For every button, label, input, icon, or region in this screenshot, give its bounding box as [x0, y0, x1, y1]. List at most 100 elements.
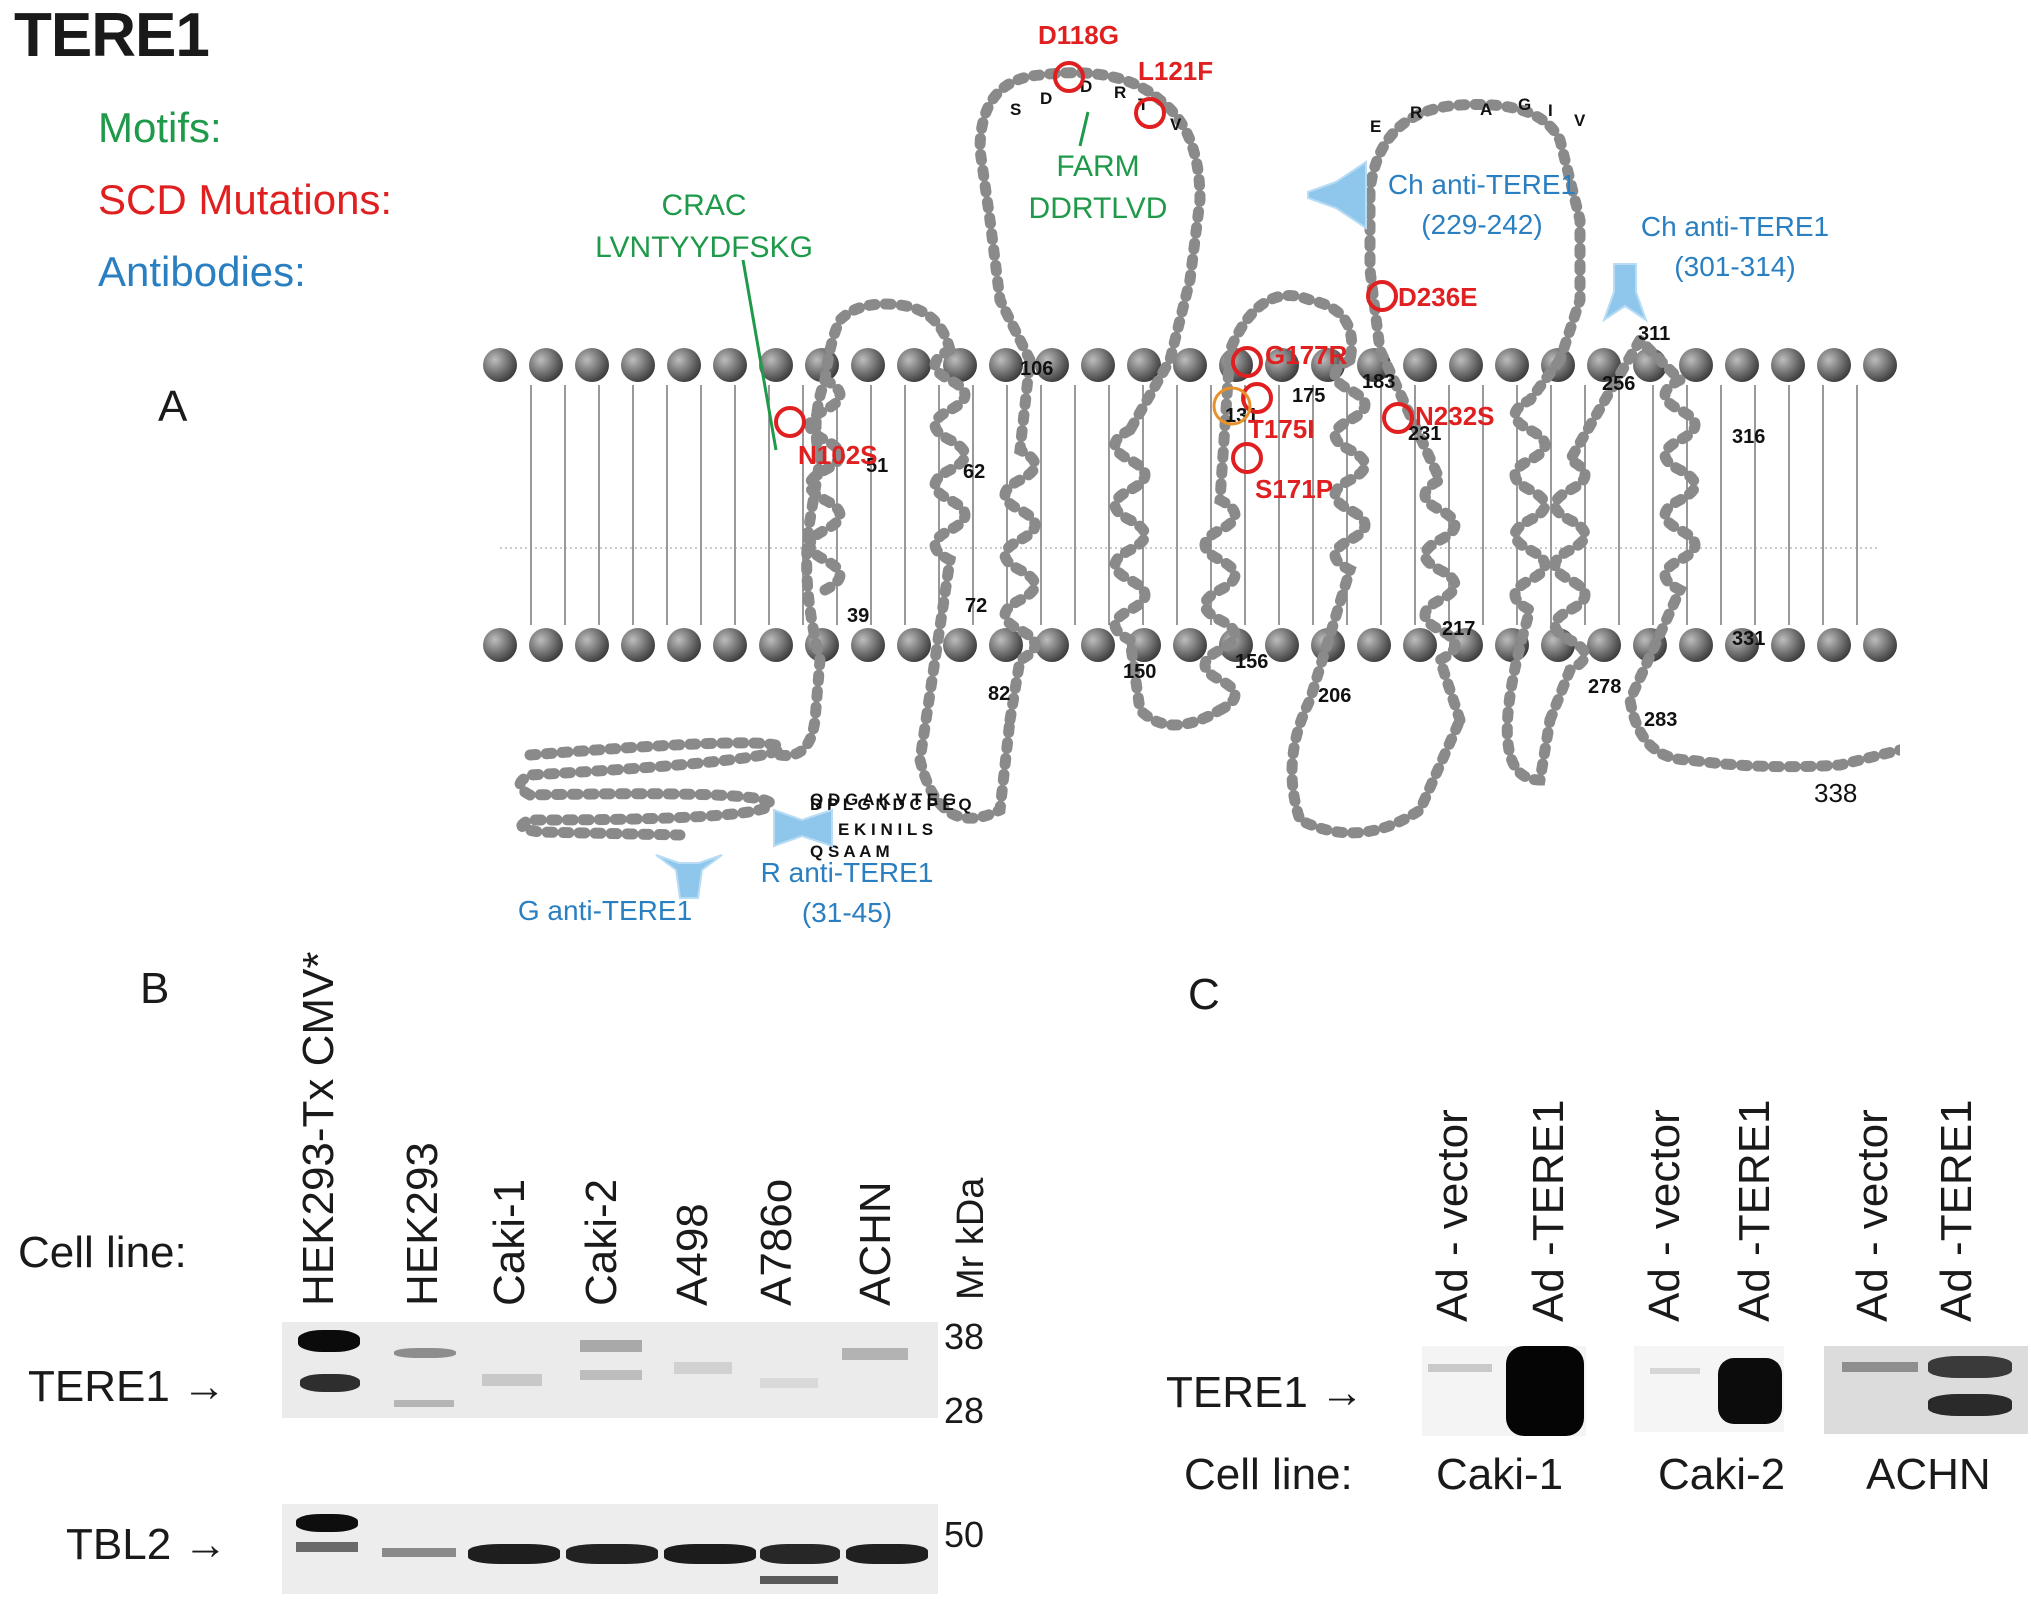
motif-farm-sequence: DDRTLVD: [1029, 192, 1168, 225]
marker-38: 38: [944, 1316, 985, 1357]
antibody-epitope: (31-45): [802, 897, 892, 928]
antibody-label: R anti-TERE1: [761, 857, 934, 888]
antibody-icon-31: [773, 808, 833, 848]
lipid-head: [897, 348, 931, 382]
svg-text:V: V: [1170, 115, 1182, 134]
residue-number: 106: [1020, 358, 1053, 380]
lipid-heads-top: [483, 348, 1897, 382]
marker-50: 50: [944, 1514, 985, 1555]
lipid-head: [897, 628, 931, 662]
antibody-icons: [655, 160, 1648, 899]
lipid-head: [1035, 348, 1069, 382]
lipid-head: [667, 348, 701, 382]
motif-crac-sequence: LVNTYYDFSKG: [595, 231, 813, 264]
svg-text:I: I: [1548, 101, 1553, 120]
mutation-label: N232S: [1415, 401, 1495, 431]
lipid-head: [759, 348, 793, 382]
blot-c-caki-1: [1422, 1346, 1586, 1436]
lane-label-c4: Ad -TERE1: [1730, 1099, 1779, 1322]
lipid-head: [1725, 628, 1759, 662]
membrane-topology-diagram: D P L G N D C P E Q Q D G A K V T E G G …: [483, 20, 1900, 928]
lipid-head: [1771, 628, 1805, 662]
lipid-head: [529, 628, 563, 662]
lipid-head: [621, 348, 655, 382]
residue-number: 217: [1442, 618, 1475, 640]
lipid-head: [1587, 348, 1621, 382]
lipid-head: [1679, 628, 1713, 662]
blot-b-tere1: [282, 1322, 938, 1418]
lipid-head: [713, 628, 747, 662]
svg-text:S: S: [1010, 100, 1021, 119]
lipid-head: [1357, 628, 1391, 662]
antibody-icon-g: [655, 854, 723, 899]
motif-farm-name: FARM: [1056, 150, 1139, 183]
svg-text:A: A: [1480, 100, 1492, 119]
mutation-label: S171P: [1255, 474, 1333, 504]
svg-text:Q S A A M: Q S A A M: [810, 842, 890, 861]
residue-number: 316: [1732, 426, 1765, 448]
svg-text:D P L G N D C P E Q: D P L G N D C P E Q: [810, 795, 972, 814]
svg-text:R: R: [1114, 83, 1126, 102]
mr-kda-label: Mr kDa: [950, 1177, 992, 1300]
mutation-label: G177R: [1265, 340, 1348, 370]
antibody-icon-301: [1602, 263, 1648, 323]
lipid-head: [621, 628, 655, 662]
lipid-heads-bottom: [483, 628, 1897, 662]
lane-label-hek293: HEK293: [398, 1142, 447, 1306]
residue-number: 256: [1602, 373, 1635, 395]
lipid-head: [759, 628, 793, 662]
lipid-head: [1863, 628, 1897, 662]
lane-label-caki-2: Caki-2: [577, 1178, 626, 1306]
blot-b-tbl2: [282, 1504, 938, 1594]
lipid-head: [1587, 628, 1621, 662]
lipid-head: [943, 628, 977, 662]
lane-label-caki-1: Caki-1: [485, 1178, 534, 1306]
lipid-head: [1127, 348, 1161, 382]
antibody-label: Ch anti-TERE1: [1388, 169, 1576, 200]
antibody-label: Ch anti-TERE1: [1641, 211, 1829, 242]
residue-number: 150: [1123, 661, 1156, 683]
panel-c-cell-line-label: Cell line:: [1184, 1450, 1353, 1499]
legend-mutations: SCD Mutations:: [98, 176, 393, 223]
residue-number: 72: [965, 595, 987, 617]
residue-number: 231: [1408, 423, 1441, 445]
lipid-head: [851, 628, 885, 662]
residue-number: 283: [1644, 709, 1677, 731]
figure-title: TERE1: [14, 1, 210, 70]
residue-numbers: 106 51 62 72 82 39 131 175 183 150 156 2…: [847, 323, 1765, 731]
blot-c-caki-2: [1634, 1346, 1784, 1432]
legend-antibodies: Antibodies:: [98, 248, 306, 295]
motif-annotations: CRAC LVNTYYDFSKG FARM DDRTLVD: [595, 150, 1167, 264]
lane-label-a786o: A786o: [752, 1178, 801, 1306]
residue-number: 206: [1318, 685, 1351, 707]
mutation-labels: D118G L121F N102S G177R T175I S171P D236…: [798, 20, 1495, 504]
lipid-head: [1403, 348, 1437, 382]
motif-crac-name: CRAC: [661, 189, 746, 222]
lane-label-a498: A498: [668, 1203, 717, 1306]
lipid-head: [713, 348, 747, 382]
cell-line-caki-1: Caki-1: [1436, 1450, 1564, 1499]
antibody-labels: Ch anti-TERE1 (229-242) Ch anti-TERE1 (3…: [518, 169, 1829, 928]
lipid-head: [851, 348, 885, 382]
residue-letters: D P L G N D C P E Q Q D G A K V T E G G …: [810, 77, 1586, 861]
lipid-head: [1173, 628, 1207, 662]
lane-label-c6: Ad -TERE1: [1932, 1099, 1981, 1322]
lipid-bilayer: [500, 385, 1880, 625]
panel-c-band-label: TERE1 →: [1166, 1368, 1365, 1417]
highlight-131: [1212, 386, 1252, 426]
mutation-label: T175I: [1248, 414, 1315, 444]
mutation-label: D236E: [1398, 282, 1478, 312]
residue-number: 39: [847, 605, 869, 627]
antibody-epitope: (229-242): [1421, 209, 1542, 240]
lipid-head: [1035, 628, 1069, 662]
lipid-head: [575, 628, 609, 662]
residue-number: 175: [1292, 385, 1325, 407]
lipid-head: [1771, 348, 1805, 382]
lipid-head: [483, 628, 517, 662]
lipid-head: [1495, 348, 1529, 382]
residue-number: 62: [963, 461, 985, 483]
lipid-head: [1081, 348, 1115, 382]
lipid-head: [1265, 628, 1299, 662]
residue-number: 183: [1362, 371, 1395, 393]
mutation-label: D118G: [1038, 20, 1119, 50]
